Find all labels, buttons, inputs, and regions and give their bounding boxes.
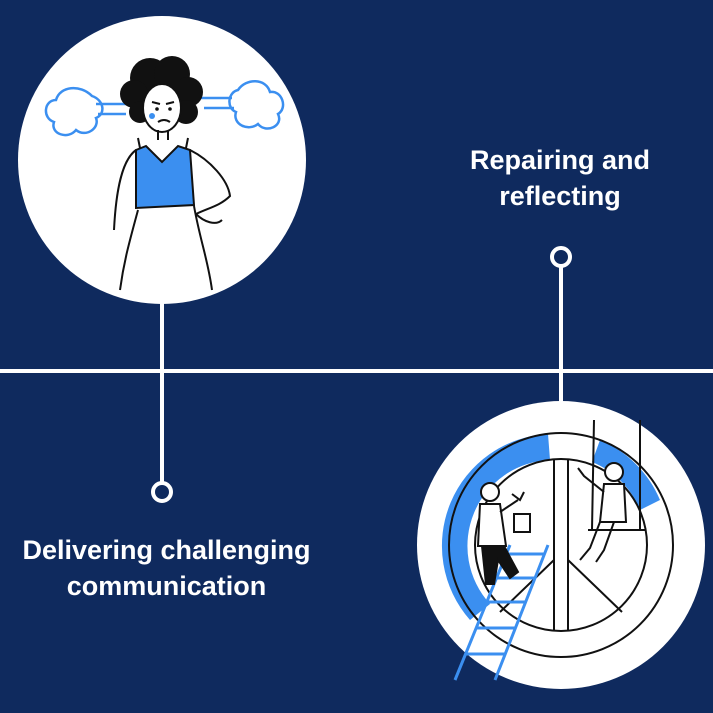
label-right-line2: reflecting (499, 181, 621, 211)
left-node (151, 481, 173, 503)
woman-top-icon (135, 144, 196, 210)
label-left-line2: communication (66, 571, 267, 601)
label-delivering-communication: Delivering challenging communication (0, 532, 333, 604)
worker-on-ladder-icon (476, 482, 531, 585)
steam-cloud-left-icon (44, 87, 126, 137)
label-right-line1: Repairing and (469, 145, 651, 175)
label-repairing-reflecting: Repairing and reflecting (430, 142, 690, 214)
painting-peace-sign-illustration (417, 401, 705, 689)
worker-on-swing-icon (577, 462, 628, 563)
right-node (550, 246, 572, 268)
steam-cloud-right-icon (200, 80, 285, 130)
frustrated-woman-illustration (18, 16, 306, 304)
woman-face-icon (142, 83, 182, 133)
label-left-line1: Delivering challenging (22, 535, 311, 565)
ladder-icon (453, 544, 550, 681)
